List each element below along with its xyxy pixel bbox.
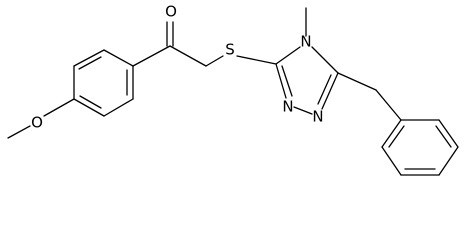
bond [73, 49, 105, 67]
structure-canvas: O S N N N O [7, 3, 459, 176]
bond [78, 56, 102, 70]
bond [275, 63, 287, 99]
bond [73, 98, 105, 117]
bond [281, 65, 293, 97]
bond [375, 89, 402, 121]
bond [7, 125, 31, 139]
ether-oxygen-label: O [31, 114, 43, 132]
bond [321, 72, 339, 110]
bond [103, 49, 134, 67]
bond [381, 146, 402, 176]
sulfur-label: S [225, 41, 235, 59]
bond [169, 45, 207, 67]
bond [103, 98, 134, 117]
bond [43, 98, 75, 117]
bond [438, 146, 459, 176]
bond-lines [7, 7, 459, 176]
atom-labels: O S N N N O [31, 3, 324, 132]
bond [435, 125, 452, 148]
bond [311, 46, 339, 74]
bond [317, 74, 332, 105]
bond [381, 119, 402, 148]
bond [388, 125, 405, 148]
bond [438, 119, 459, 148]
bond [205, 55, 224, 67]
molecule-drawing: O S N N N O [7, 3, 459, 176]
nitrogen-1-label: N [312, 108, 323, 126]
bond [236, 55, 277, 65]
bond [337, 72, 377, 91]
nitrogen-4-label: N [300, 33, 311, 51]
bond [275, 46, 301, 65]
nitrogen-2-label: N [282, 98, 293, 116]
carbonyl-oxygen-label: O [165, 3, 177, 21]
bond [79, 95, 102, 109]
bond [293, 106, 313, 115]
bond [132, 45, 171, 67]
